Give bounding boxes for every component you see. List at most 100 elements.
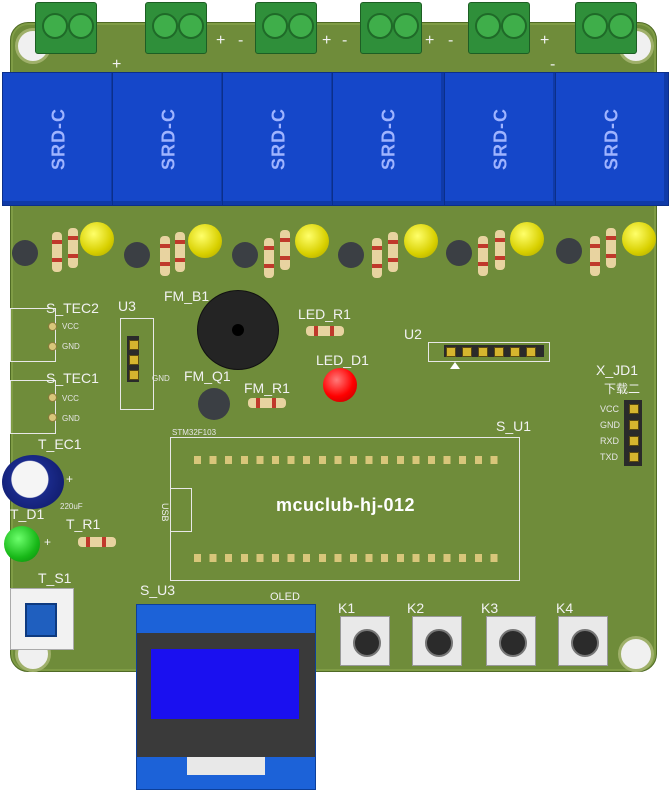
plus-mark: + — [540, 32, 550, 49]
relay-4: SRD-C — [332, 72, 446, 206]
designator-t-s1: T_S1 — [38, 570, 72, 586]
header-pin — [129, 370, 139, 380]
relay-2: SRD-C — [112, 72, 226, 206]
plus-mark: + — [112, 56, 122, 73]
terminal-block — [468, 2, 530, 54]
label-vcc: VCC — [62, 322, 79, 331]
oled-label: OLED — [270, 591, 300, 603]
designator-k1: K1 — [338, 600, 356, 616]
yellow-led — [404, 224, 438, 258]
u2-outline — [428, 342, 550, 362]
resistor — [606, 228, 616, 268]
resistor — [495, 230, 505, 270]
minus-mark: - — [448, 32, 454, 49]
mcu-pin-row-top — [194, 456, 506, 464]
plus-mark: + — [425, 32, 435, 49]
resistor — [590, 236, 600, 276]
header-pin — [129, 340, 139, 350]
relay-label: SRD-C — [158, 108, 179, 170]
usb-outline — [170, 488, 192, 532]
resistor — [160, 236, 170, 276]
key-cap[interactable] — [425, 629, 453, 657]
minus-mark: - — [238, 32, 244, 49]
resistor — [175, 232, 185, 272]
yellow-led — [510, 222, 544, 256]
label-gnd: GND — [62, 342, 80, 351]
header-pin — [494, 347, 504, 357]
terminal-block — [145, 2, 207, 54]
pin1-marker — [450, 362, 460, 369]
relay-6: SRD-C — [555, 72, 669, 206]
header-pin — [446, 347, 456, 357]
transistor — [232, 242, 258, 268]
designator-t-d1: T_D1 — [10, 506, 45, 522]
relay-label: SRD-C — [601, 108, 622, 170]
key-cap[interactable] — [571, 629, 599, 657]
header-pin — [478, 347, 488, 357]
key-k4[interactable] — [558, 616, 608, 666]
label-vcc: VCC — [62, 394, 79, 403]
label-rxd: RXD — [600, 436, 620, 446]
plus-mark: + — [216, 32, 226, 49]
resistor — [388, 232, 398, 272]
download-label: 下载二 — [604, 382, 641, 396]
s-tec2-outline — [10, 308, 56, 362]
power-switch[interactable] — [10, 588, 74, 650]
mcu-pin-row-bottom — [194, 554, 506, 562]
designator-k2: K2 — [407, 600, 425, 616]
terminal-block — [255, 2, 317, 54]
transistor — [556, 238, 582, 264]
cap-value: 220uF — [60, 502, 83, 511]
designator-t-ec1: T_EC1 — [38, 436, 82, 452]
electrolytic-capacitor — [2, 455, 64, 509]
label-vcc: VCC — [600, 404, 620, 414]
minus-mark: - — [550, 56, 556, 73]
plus-mark: + — [322, 32, 332, 49]
buzzer-hole — [232, 324, 244, 336]
minus-mark: - — [342, 32, 348, 49]
designator-s-tec1: S_TEC1 — [46, 370, 99, 386]
relay-label: SRD-C — [48, 108, 69, 170]
buzzer — [197, 290, 279, 370]
designator-s-u3: S_U3 — [140, 582, 176, 598]
label-gnd: GND — [62, 414, 80, 423]
header-pin — [526, 347, 536, 357]
pin-pad — [48, 322, 57, 331]
plus-mark: + — [66, 472, 74, 486]
key-cap[interactable] — [499, 629, 527, 657]
yellow-led — [295, 224, 329, 258]
label-gnd: GND — [600, 420, 620, 430]
pin-header — [624, 400, 642, 466]
relay-label: SRD-C — [378, 108, 399, 170]
yellow-led — [622, 222, 656, 256]
pin-pad — [48, 393, 57, 402]
key-k2[interactable] — [412, 616, 462, 666]
resistor — [264, 238, 274, 278]
designator-k3: K3 — [481, 600, 499, 616]
usb-label: USB — [160, 503, 170, 522]
resistor — [68, 228, 78, 268]
designator-led-r1: LED_R1 — [298, 306, 351, 322]
transistor — [12, 240, 38, 266]
oled-module — [136, 604, 316, 790]
header-pin — [462, 347, 472, 357]
designator-s-u1: S_U1 — [496, 418, 532, 434]
u3-outline — [120, 318, 154, 410]
relay-1: SRD-C — [2, 72, 116, 206]
plus-mark: + — [44, 535, 52, 549]
yellow-led — [80, 222, 114, 256]
switch-knob[interactable] — [25, 603, 57, 637]
key-k1[interactable] — [340, 616, 390, 666]
resistor — [52, 232, 62, 272]
header-pin — [629, 452, 639, 462]
header-pin — [629, 436, 639, 446]
terminal-block — [575, 2, 637, 54]
red-led — [323, 368, 357, 402]
transistor — [198, 388, 230, 420]
key-cap[interactable] — [353, 629, 381, 657]
designator-fm-b1: FM_B1 — [164, 288, 210, 304]
header-pin — [629, 404, 639, 414]
designator-u3: U3 — [118, 298, 136, 314]
key-k3[interactable] — [486, 616, 536, 666]
pin-pad — [48, 342, 57, 351]
